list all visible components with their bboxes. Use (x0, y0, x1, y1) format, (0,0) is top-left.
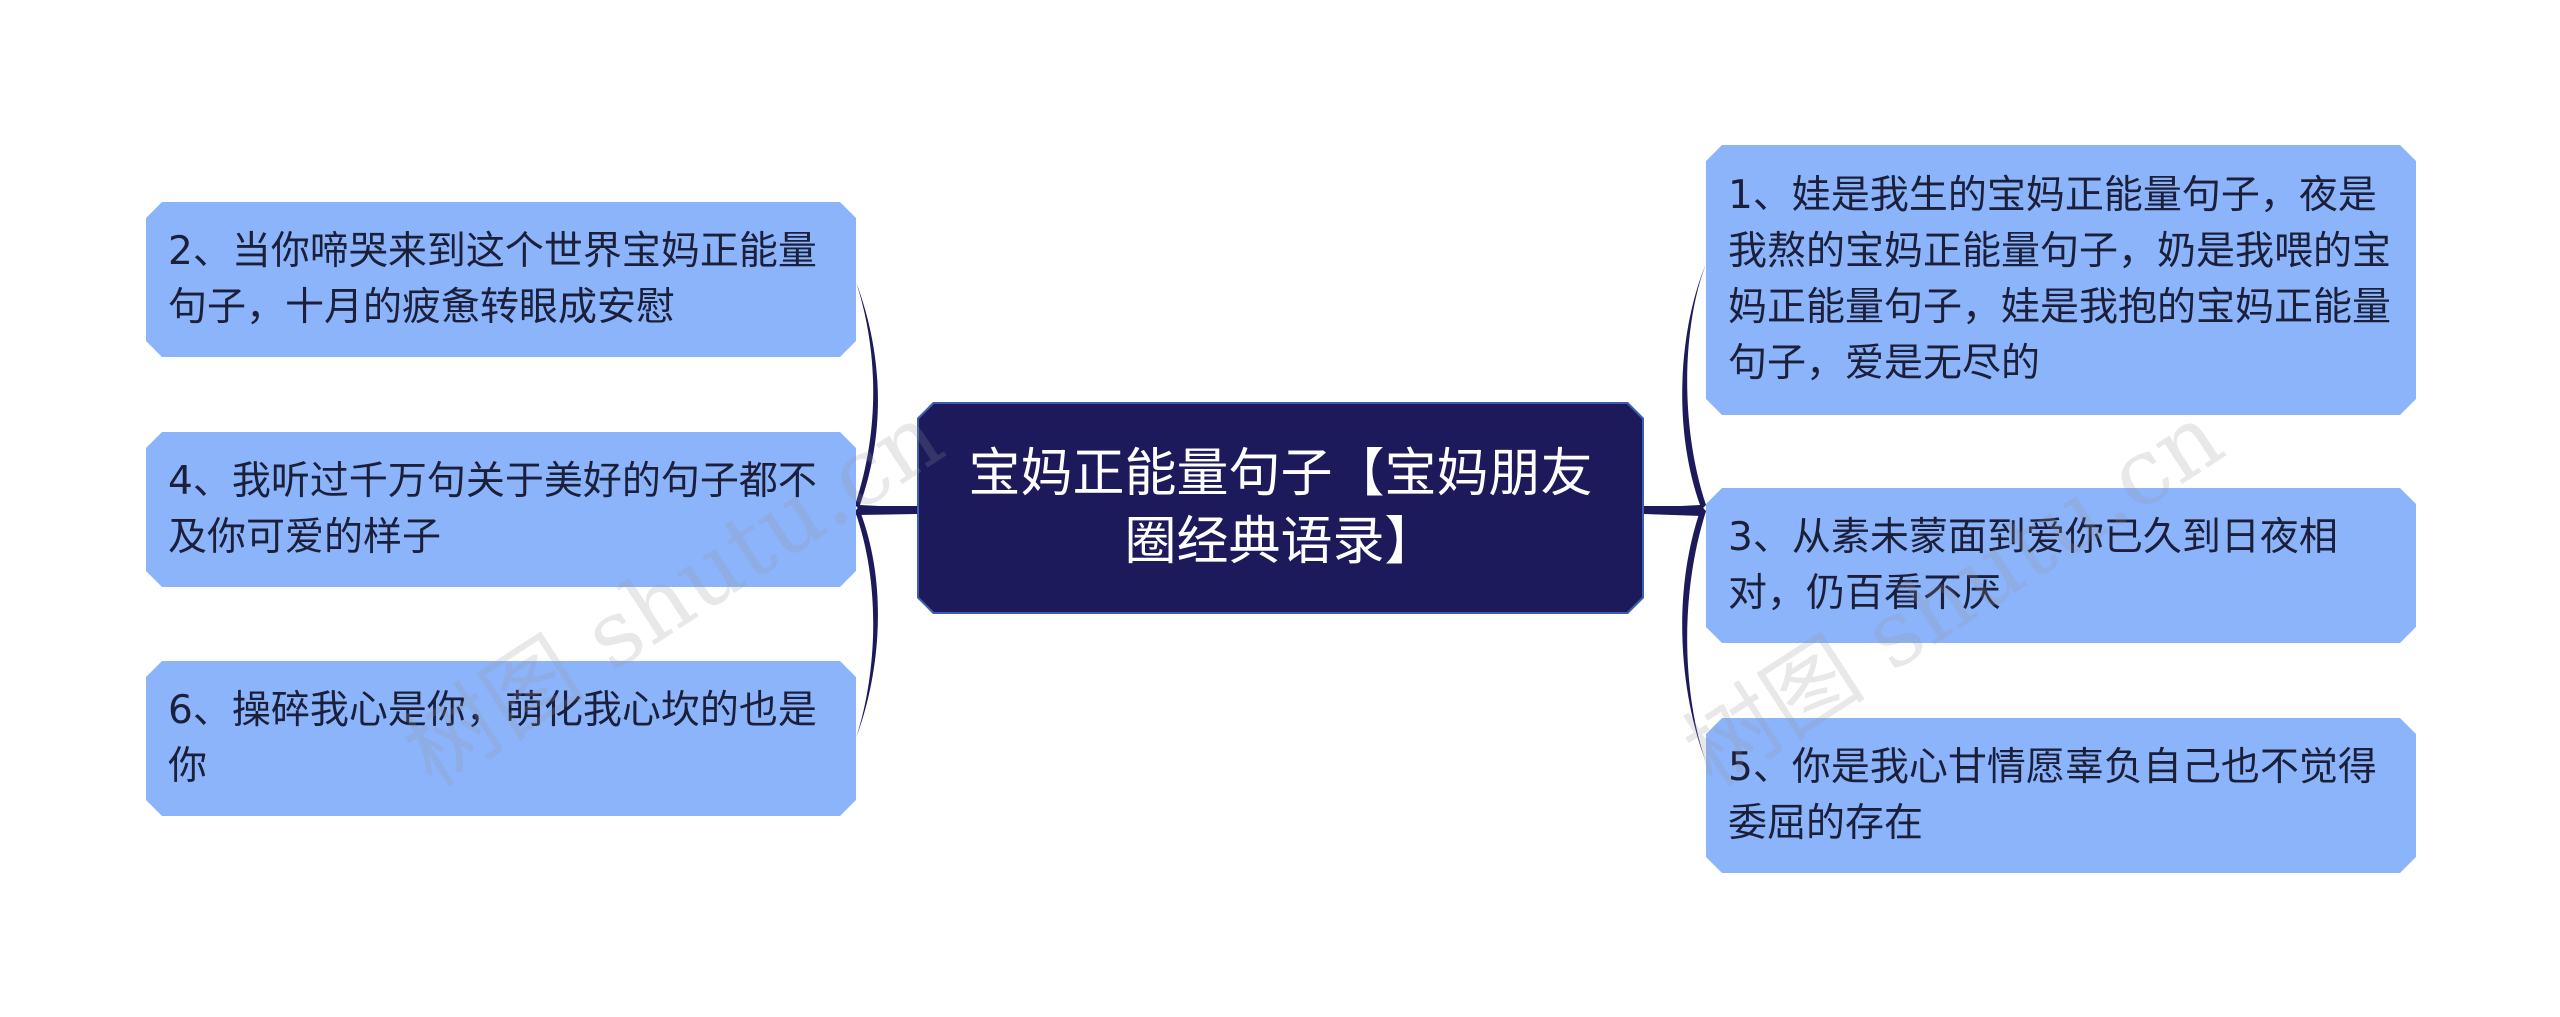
right-node-1[interactable]: 1、娃是我生的宝妈正能量句子，夜是我熬的宝妈正能量句子，奶是我喂的宝妈正能量句子… (1706, 145, 2416, 415)
left-node-2-text: 4、我听过千万句关于美好的句子都不及你可爱的样子 (168, 458, 817, 560)
left-node-1[interactable]: 2、当你啼哭来到这个世界宝妈正能量句子，十月的疲惫转眼成安慰 (146, 202, 856, 357)
left-node-3[interactable]: 6、操碎我心是你，萌化我心坎的也是你 (146, 661, 856, 816)
left-node-1-text: 2、当你啼哭来到这个世界宝妈正能量句子，十月的疲惫转眼成安慰 (168, 228, 817, 330)
left-node-3-text: 6、操碎我心是你，萌化我心坎的也是你 (168, 687, 817, 789)
root-node[interactable]: 宝妈正能量句子【宝妈朋友圈经典语录】 (917, 402, 1644, 614)
right-node-3[interactable]: 5、你是我心甘情愿辜负自己也不觉得委屈的存在 (1706, 718, 2416, 873)
connector-right-3 (1644, 508, 1706, 762)
connector-left-1 (855, 282, 917, 508)
right-node-2[interactable]: 3、从素未蒙面到爱你已久到日夜相对，仍百看不厌 (1706, 488, 2416, 643)
root-node-body: 宝妈正能量句子【宝妈朋友圈经典语录】 (919, 404, 1642, 612)
right-node-3-text: 5、你是我心甘情愿辜负自己也不觉得委屈的存在 (1728, 744, 2377, 846)
left-node-2[interactable]: 4、我听过千万句关于美好的句子都不及你可爱的样子 (146, 432, 856, 587)
right-node-1-text: 1、娃是我生的宝妈正能量句子，夜是我熬的宝妈正能量句子，奶是我喂的宝妈正能量句子… (1728, 173, 2392, 386)
connector-right-1 (1644, 264, 1706, 508)
right-node-2-text: 3、从素未蒙面到爱你已久到日夜相对，仍百看不厌 (1728, 514, 2338, 616)
connector-right-2 (1644, 506, 1706, 516)
connector-left-3 (855, 508, 917, 738)
root-title: 宝妈正能量句子【宝妈朋友圈经典语录】 (968, 444, 1593, 572)
